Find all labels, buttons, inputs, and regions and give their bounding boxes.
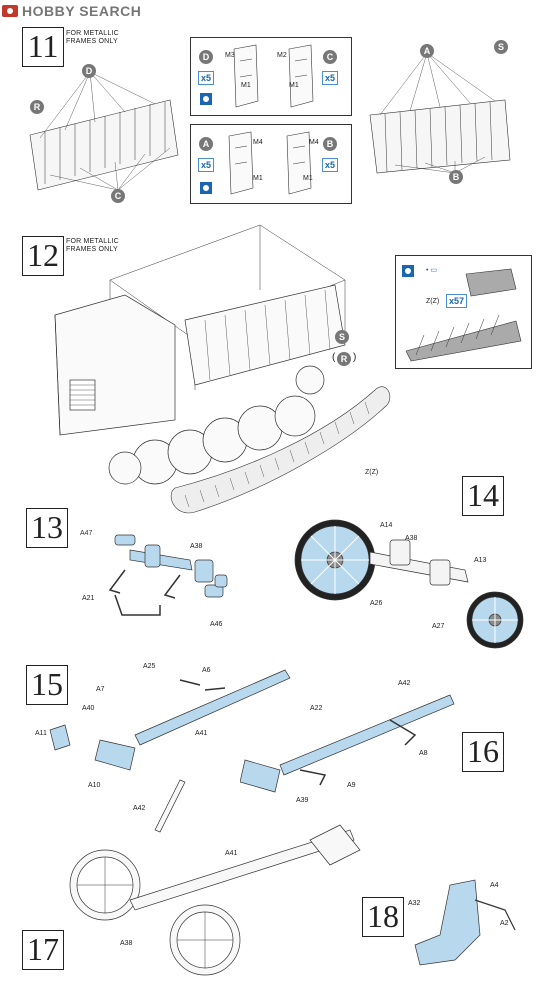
step-11-right-track-drawing (369, 52, 511, 174)
step-13-axle-drawing (108, 534, 228, 616)
step-13-label-a38: A38 (190, 543, 203, 550)
step-12-track-assembly (405, 314, 522, 362)
step-12-close-paren: ) (353, 352, 357, 363)
inset-part-m1-d: M1 (303, 175, 313, 182)
inset-qty-x5-a: x5 (198, 71, 215, 85)
step-12-qty-x57: x57 (446, 294, 468, 308)
step-12-number: 12 (22, 236, 64, 276)
inset-label-a: A (199, 137, 213, 151)
inset-label-d: D (199, 50, 213, 64)
step-15-label-a11: A11 (35, 730, 47, 737)
step-12-track-link-part (465, 268, 517, 297)
inset-part-m4-a: M4 (253, 139, 263, 146)
step-12-sprue-ref: • ▭ (426, 267, 438, 274)
step-16-label-a22: A22 (310, 705, 323, 712)
step-11-left-bottom-label: C (111, 189, 125, 203)
step-15-label-a41: A41 (195, 730, 208, 737)
step-17-label-a41: A41 (225, 850, 238, 857)
track-link-part-a-drawing (228, 131, 254, 195)
inset-part-m4-b: M4 (309, 139, 319, 146)
inset-qty-x5-d: x5 (322, 158, 339, 172)
glue-icon (200, 93, 212, 105)
step-13-number: 13 (26, 508, 68, 548)
step-12-note: FOR METALLIC FRAMES ONLY (66, 238, 119, 253)
logo-mark-icon (2, 5, 18, 17)
track-link-part-d-drawing (233, 44, 259, 108)
step-14-number: 14 (462, 476, 504, 516)
inset-part-m1-b: M1 (289, 82, 299, 89)
step-18-number: 18 (362, 897, 404, 937)
step-15-label-a25: A25 (143, 663, 156, 670)
step-11-right-bottom-label: B (449, 170, 463, 184)
inset-qty-x5-b: x5 (322, 71, 339, 85)
track-link-part-c-drawing (288, 44, 314, 108)
step-11-right-side-label: S (494, 40, 508, 54)
inset-part-m3: M3 (225, 52, 235, 59)
step-11-note: FOR METALLIC FRAMES ONLY (66, 30, 119, 45)
step-11-inset-dc: D x5 M3 M1 M2 M1 C x5 (190, 37, 352, 116)
step-12-label-s: S (335, 330, 349, 344)
step-14-label-a38: A38 (405, 535, 418, 542)
step-14-label-a14: A14 (380, 522, 393, 529)
step-17-number: 17 (22, 930, 64, 970)
step-12-label-zz-inset: Z(Z) (426, 298, 440, 305)
step-12-inset: • ▭ Z(Z) x57 (395, 255, 532, 369)
step-11-number: 11 (22, 27, 64, 67)
step-11-right-top-label: A (420, 44, 434, 58)
glue-icon (200, 182, 212, 194)
step-13-label-a46: A46 (210, 621, 223, 628)
step-18-label-a2: A2 (500, 920, 509, 927)
inset-part-m2: M2 (277, 52, 287, 59)
step-18-label-a4: A4 (490, 882, 499, 889)
step-11-left-top-label: D (82, 64, 96, 78)
step-15-number: 15 (26, 665, 68, 705)
step-15-frame-drawing (49, 669, 291, 771)
step-16-number: 16 (462, 732, 504, 772)
step-14-label-a27: A27 (432, 623, 445, 630)
inset-qty-x5-c: x5 (198, 158, 215, 172)
step-17-label-a42: A42 (133, 805, 146, 812)
step-12-label-zz-main: Z(Z) (365, 469, 379, 476)
step-15-label-a7: A7 (96, 686, 105, 693)
logo-text: HOBBY SEARCH (22, 3, 142, 19)
step-15-label-a40: A40 (82, 705, 95, 712)
step-18-bracket-drawing (414, 879, 516, 966)
inset-label-c: C (323, 50, 337, 64)
step-18-label-a32: A32 (408, 900, 421, 907)
step-11-left-side-label: R (30, 100, 44, 114)
step-16-frame-drawing (240, 694, 455, 793)
step-13-label-a47: A47 (80, 530, 93, 537)
step-17-chassis-drawing (69, 779, 361, 976)
track-link-part-b-drawing (286, 131, 312, 195)
inset-part-m1-c: M1 (253, 175, 263, 182)
step-14-label-a13: A13 (474, 557, 487, 564)
hobby-search-logo: HOBBY SEARCH (0, 0, 141, 22)
glue-icon (402, 265, 414, 277)
step-12-open-paren: ( (332, 352, 336, 363)
step-14-axle-drawing (294, 519, 524, 649)
step-16-label-a42: A42 (398, 680, 411, 687)
step-12-label-r: R (337, 352, 351, 366)
step-15-label-a6: A6 (202, 667, 211, 674)
step-16-label-a39: A39 (296, 797, 309, 804)
step-16-label-a8: A8 (419, 750, 428, 757)
inset-label-b: B (323, 137, 337, 151)
inset-part-m1-a: M1 (241, 82, 251, 89)
step-12-tractor-drawing (54, 224, 391, 514)
step-11-left-track-drawing (29, 71, 179, 191)
step-13-label-a21: A21 (82, 595, 95, 602)
step-16-label-a9: A9 (347, 782, 356, 789)
step-14-label-a26: A26 (370, 600, 383, 607)
step-15-label-a10: A10 (88, 782, 101, 789)
step-17-label-a38: A38 (120, 940, 133, 947)
step-11-inset-ab: A x5 M4 M1 M4 M1 B x5 (190, 124, 352, 204)
